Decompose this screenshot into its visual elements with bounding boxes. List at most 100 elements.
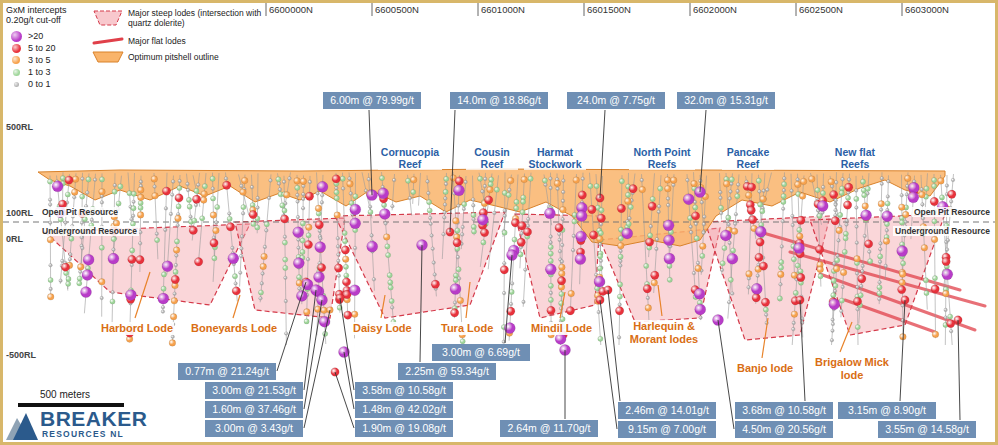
intercept-dot (629, 185, 637, 193)
intercept-dot (174, 263, 178, 267)
intercept-dot (694, 236, 699, 241)
intercept-dot (161, 286, 166, 291)
intercept-dot (598, 254, 603, 259)
intercept-dot (379, 176, 384, 181)
intercept-dot (111, 237, 116, 242)
intercept-dot (560, 317, 565, 322)
callout-text: 1.90m @ 19.08g/t (360, 422, 448, 435)
intercept-dot (293, 258, 304, 269)
grade-callout: 14.0m @ 18.86g/t (450, 92, 548, 109)
intercept-dot (264, 222, 269, 227)
intercept-dot (646, 296, 650, 300)
callout-text: 2.25m @ 59.34g/t (403, 365, 491, 378)
intercept-dot (736, 183, 740, 187)
intercept-dot (696, 261, 700, 265)
intercept-dot (138, 194, 145, 201)
intercept-dot (462, 207, 466, 211)
intercept-dot (314, 272, 325, 283)
intercept-dot (945, 248, 949, 252)
intercept-dot (353, 194, 358, 199)
intercept-dot (489, 177, 494, 182)
intercept-dot (755, 253, 763, 261)
intercept-dot (175, 254, 179, 258)
legend-swatch (12, 44, 21, 53)
grade-callout: 32.0m @ 15.31g/t (677, 92, 775, 109)
intercept-dot (444, 197, 448, 201)
intercept-dot (778, 271, 785, 278)
intercept-dot (733, 222, 737, 226)
intercept-dot (855, 325, 860, 330)
intercept-dot (99, 189, 106, 196)
intercept-dot (118, 184, 123, 189)
intercept-dot (524, 268, 528, 272)
intercept-dot (879, 242, 883, 246)
intercept-dot (478, 176, 483, 181)
intercept-dot (194, 203, 198, 207)
intercept-dot (599, 222, 603, 226)
intercept-dot (863, 234, 867, 238)
tick (266, 3, 267, 16)
intercept-dot (81, 246, 85, 250)
intercept-dot (625, 198, 632, 205)
intercept-dot (454, 185, 465, 196)
reef-name: Cornucopia Reef (378, 146, 442, 170)
intercept-dot (517, 238, 525, 246)
intercept-dot (883, 238, 890, 245)
intercept-dot (471, 213, 476, 218)
leader-line (718, 320, 734, 429)
intercept-dot (315, 205, 322, 212)
intercept-dot (831, 318, 835, 322)
intercept-dot (342, 230, 347, 235)
intercept-dot (480, 228, 488, 236)
resource-zone-label: Open Pit Resource (40, 207, 120, 217)
intercept-dot (720, 261, 725, 266)
intercept-dot (383, 234, 390, 241)
intercept-dot (298, 287, 302, 291)
intercept-dot (450, 284, 461, 295)
intercept-dot (833, 283, 838, 288)
intercept-dot (302, 192, 306, 196)
intercept-dot (618, 282, 623, 287)
intercept-dot (683, 194, 694, 205)
intercept-dot (52, 181, 63, 192)
intercept-dot (192, 195, 200, 203)
intercept-dot (189, 215, 193, 219)
intercept-dot (231, 246, 235, 250)
intercept-dot (508, 188, 512, 192)
intercept-dot (239, 254, 243, 258)
callout-leaders (277, 110, 960, 429)
leader-line (450, 110, 455, 232)
intercept-dot (809, 176, 816, 183)
intercept-dot (66, 276, 71, 281)
intercept-dot (839, 190, 844, 195)
intercept-dot (817, 201, 828, 212)
intercept-dot (645, 238, 653, 246)
intercept-dot (619, 259, 623, 263)
intercept-dot (728, 241, 732, 245)
intercept-dot (700, 200, 704, 204)
intercept-dot (797, 216, 805, 224)
intercept-dot (619, 179, 624, 184)
intercept-dot (99, 245, 104, 250)
intercept-dot (783, 177, 787, 181)
intercept-dot (173, 292, 177, 296)
lode-leader (135, 272, 150, 318)
intercept-dot (942, 269, 953, 280)
intercept-dot (259, 297, 263, 301)
intercept-dot (353, 246, 357, 250)
lode-leader (381, 295, 385, 318)
intercept-dot (549, 177, 553, 181)
intercept-dot (817, 266, 824, 273)
resource-zone-label: Open Pit Resource (912, 207, 992, 217)
intercept-dot (657, 205, 661, 209)
intercept-dot (720, 230, 731, 241)
intercept-dot (201, 191, 208, 198)
intercept-dot (949, 200, 953, 204)
drill-hole (925, 173, 927, 210)
intercept-dot (125, 289, 136, 300)
intercept-dot (130, 217, 134, 221)
intercept-dot (727, 253, 738, 264)
intercept-dot (192, 218, 197, 223)
intercept-dot (100, 296, 104, 300)
